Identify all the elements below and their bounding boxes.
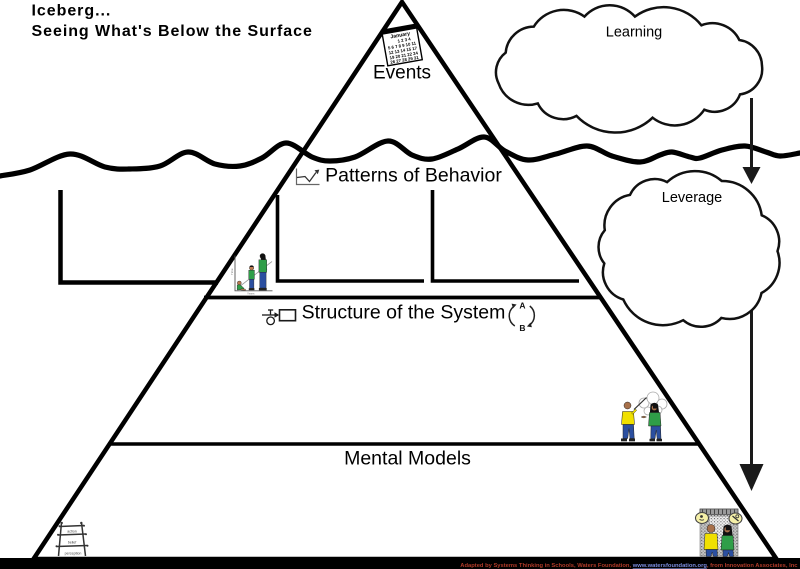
svg-text:Time: Time <box>230 268 234 275</box>
svg-text:Adapted by Systems Thinking in: Adapted by Systems Thinking in Schools, … <box>460 563 798 569</box>
svg-text:1 2 3 4: 1 2 3 4 <box>397 36 411 43</box>
svg-text:Structure of the System: Structure of the System <box>302 302 506 324</box>
svg-text:Events: Events <box>373 63 431 84</box>
svg-text:January: January <box>390 31 411 40</box>
svg-text:26 27 28 29 31: 26 27 28 29 31 <box>390 55 420 65</box>
svg-text:Mental Models: Mental Models <box>344 448 471 470</box>
svg-text:B: B <box>519 323 525 333</box>
svg-text:5 6 7 8 9 10 11: 5 6 7 8 9 10 11 <box>388 40 417 50</box>
svg-text:Years: Years <box>247 292 255 296</box>
svg-text:Iceberg...: Iceberg... <box>32 3 112 20</box>
svg-text:perception: perception <box>65 552 82 556</box>
svg-text:12 13 14 15 17: 12 13 14 15 17 <box>388 45 418 55</box>
svg-text:A: A <box>519 301 525 311</box>
svg-text:Leverage: Leverage <box>662 190 722 206</box>
svg-text:action: action <box>67 530 77 534</box>
svg-text:19 20 21 22 24: 19 20 21 22 24 <box>389 50 419 60</box>
svg-text:belief: belief <box>68 541 77 545</box>
svg-text:Learning: Learning <box>606 25 662 41</box>
svg-text:Seeing What's Below the Surfac: Seeing What's Below the Surface <box>32 23 313 40</box>
svg-text:Patterns of Behavior: Patterns of Behavior <box>325 165 502 187</box>
